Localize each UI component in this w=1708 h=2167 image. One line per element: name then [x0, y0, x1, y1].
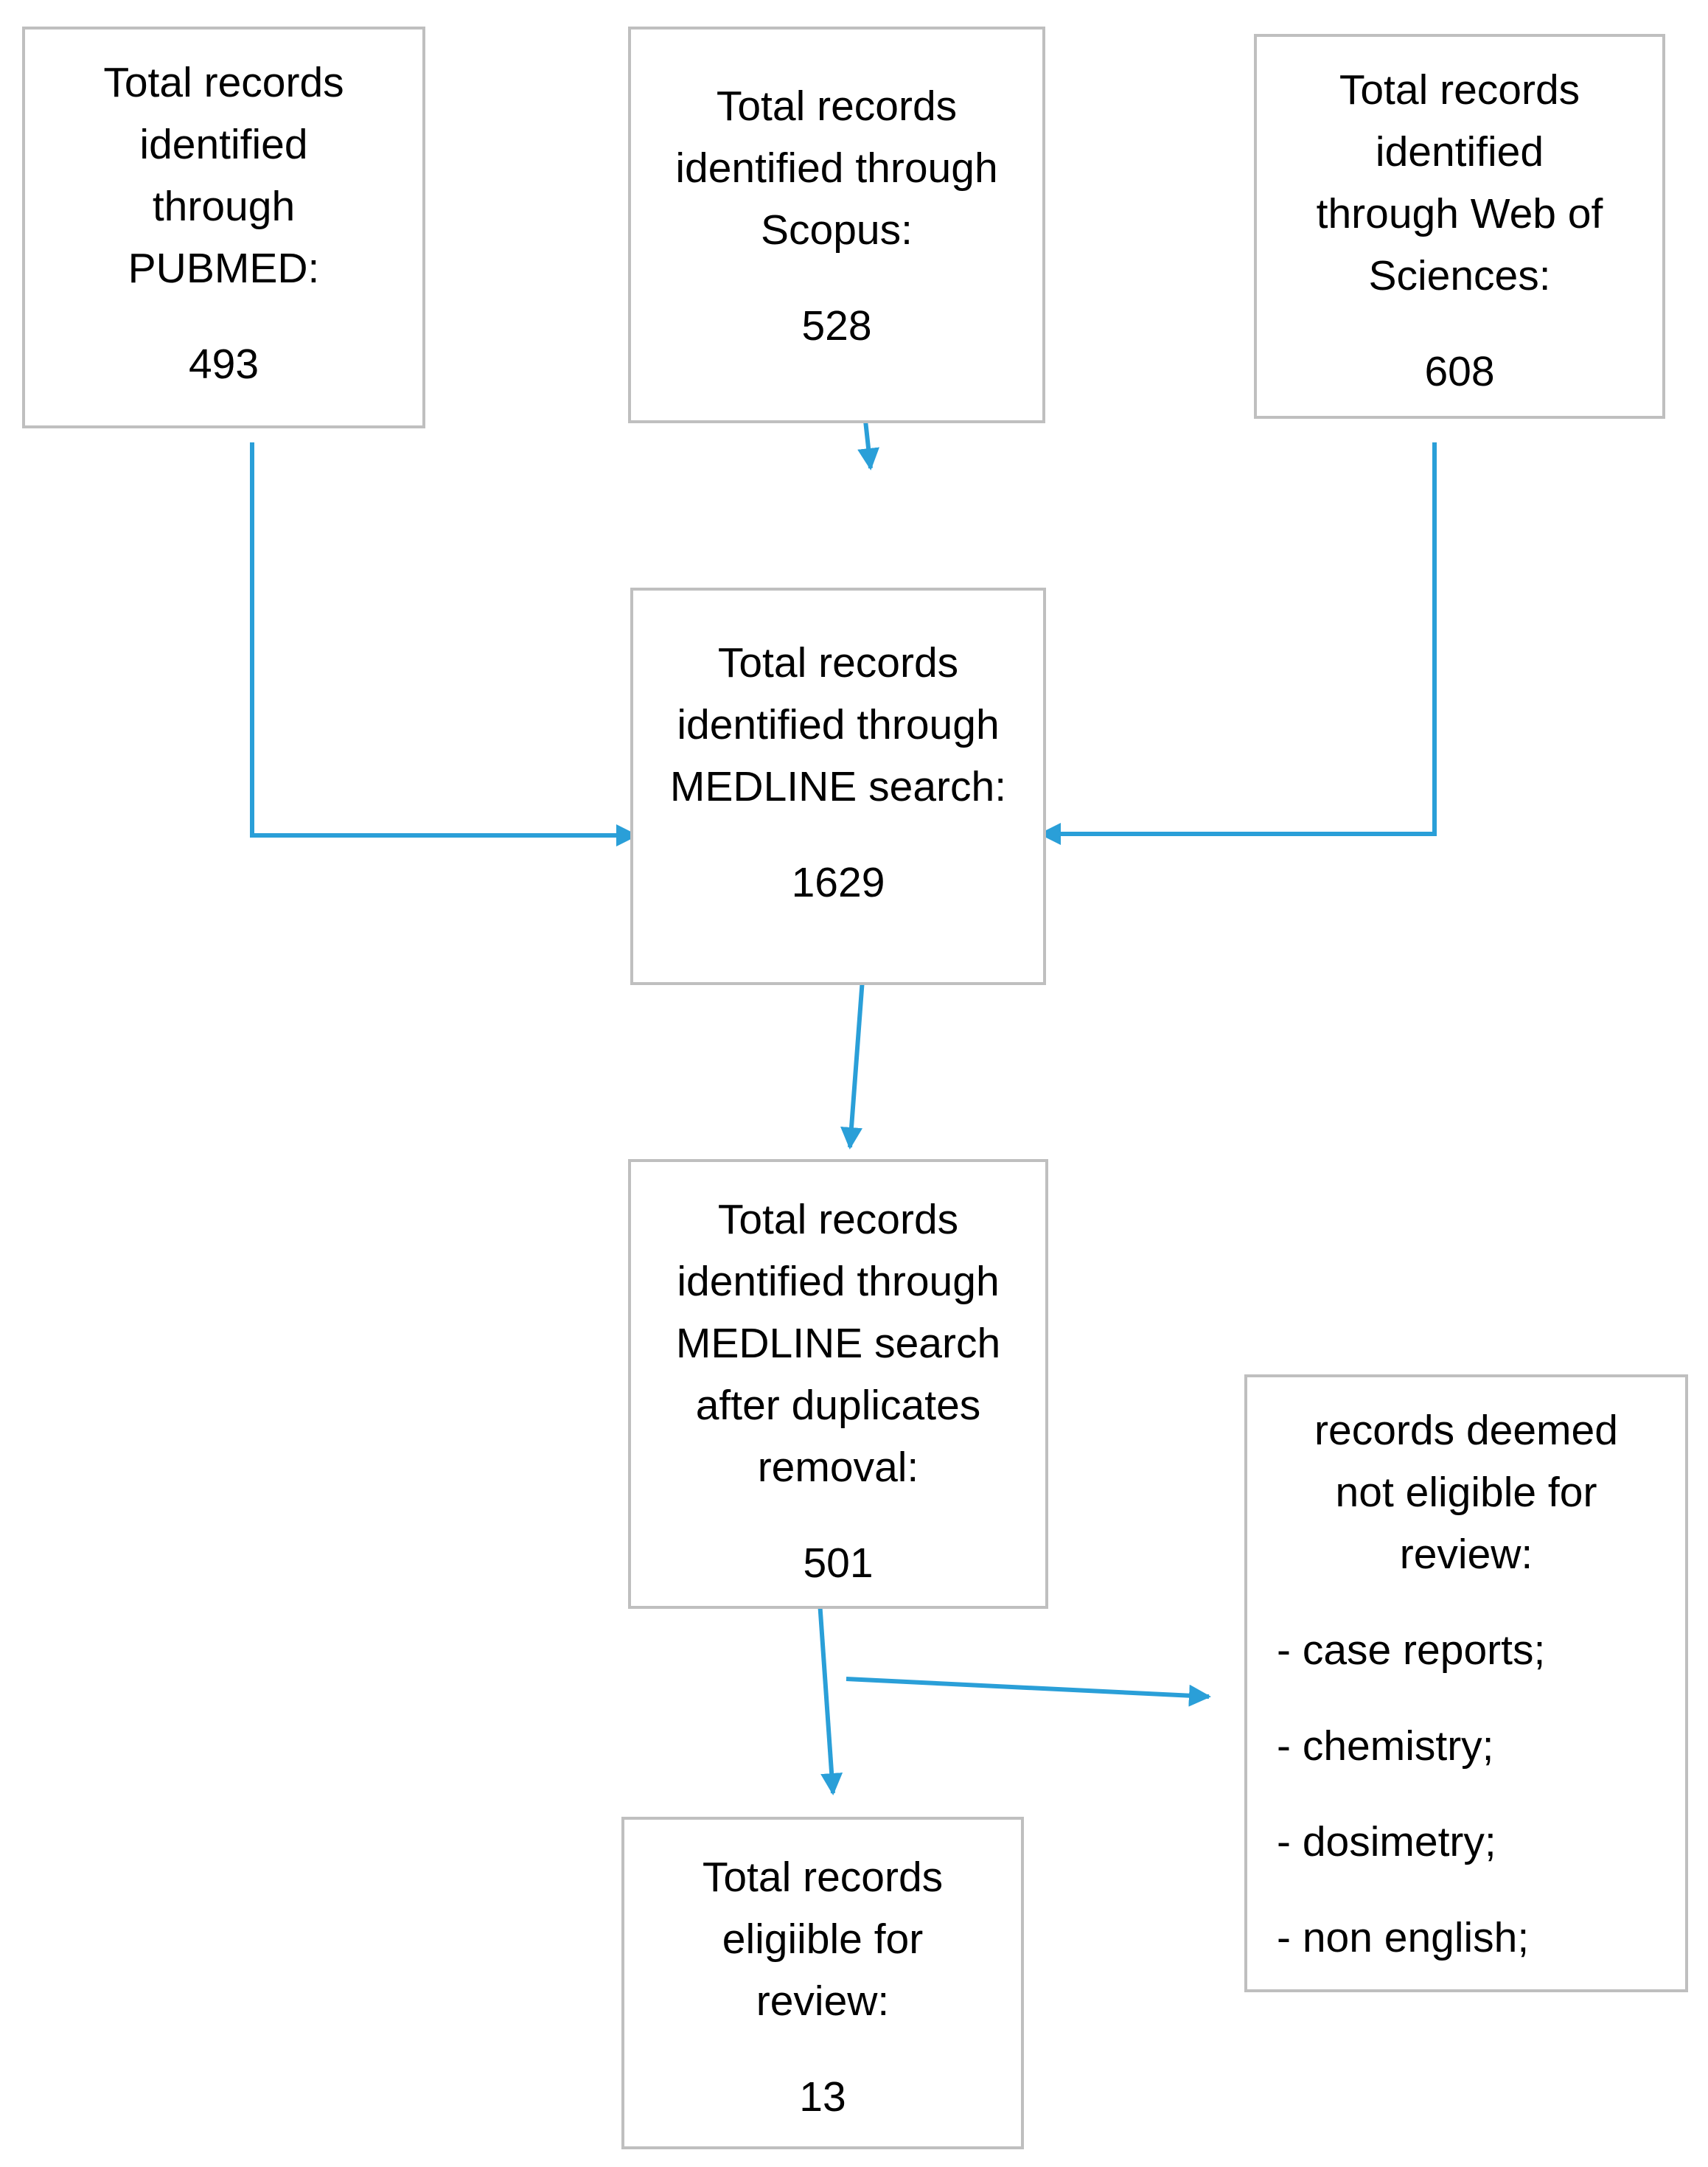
scopus-count: 528 [801, 302, 872, 349]
scopus-label-line: identified through [675, 145, 998, 192]
arrow-wos-to-medline [1039, 442, 1437, 845]
arrow-dedup-to-eligible [817, 1590, 843, 1795]
scopus-box: Total records identified through Scopus:… [628, 27, 1045, 423]
scopus-label-line: Scopus: [761, 206, 913, 254]
wos-label-line: through Web of [1316, 190, 1603, 237]
exclusion-reasons-list: - case reports; - chemistry; - dosimetry… [1247, 1619, 1685, 2003]
medline-total-box: Total records identified through MEDLINE… [630, 588, 1046, 985]
exclusion-reason-item: - chemistry; [1277, 1722, 1494, 1770]
arrow-dedup-to-excluded [846, 1677, 1211, 1707]
dedup-label-line: identified through [677, 1258, 1000, 1305]
web-of-sciences-box: Total records identified through Web of … [1254, 34, 1665, 419]
excluded-label-line: records deemed [1314, 1407, 1618, 1454]
eligible-box: Total records eligiible for review: 13 [621, 1817, 1024, 2149]
excluded-label-line: review: [1399, 1531, 1533, 1578]
dedup-label-line: removal: [757, 1444, 919, 1491]
dedup-label-line: after duplicates [695, 1382, 981, 1429]
wos-label-line: Total records [1339, 66, 1580, 114]
arrow-pubmed-to-medline [250, 442, 638, 846]
dedup-label-line: Total records [717, 1196, 959, 1243]
wos-label-line: Sciences: [1368, 252, 1551, 299]
eligible-label-line: eligiible for [722, 1916, 924, 1963]
medline-count: 1629 [791, 859, 885, 906]
eligible-label-line: Total records [702, 1854, 944, 1901]
medline-label-line: identified through [677, 701, 1000, 748]
pubmed-box: Total records identified through PUBMED:… [22, 27, 425, 428]
pubmed-label-line: Total records [103, 59, 344, 106]
dedup-label-line: MEDLINE search [675, 1320, 1001, 1367]
wos-count: 608 [1424, 348, 1495, 395]
scopus-label-line: Total records [716, 83, 958, 130]
exclusion-reason-item: - dosimetry; [1277, 1818, 1496, 1865]
medline-label-line: MEDLINE search: [669, 763, 1007, 810]
excluded-label-line: not eligible for [1335, 1469, 1597, 1516]
pubmed-label-line: through [152, 183, 296, 230]
eligible-label-line: review: [756, 1978, 890, 2025]
wos-label-line: identified [1375, 128, 1544, 175]
pubmed-count: 493 [188, 341, 259, 388]
dedup-count: 501 [803, 1540, 874, 1587]
eligible-count: 13 [799, 2073, 846, 2121]
excluded-box: records deemed not eligible for review: … [1244, 1374, 1688, 1992]
pubmed-label-line: PUBMED: [128, 245, 320, 292]
arrow-medline-to-dedup [840, 978, 865, 1149]
deduplicated-box: Total records identified through MEDLINE… [628, 1159, 1048, 1609]
exclusion-reason-item: - non english; [1277, 1914, 1530, 1961]
pubmed-label-line: identified [139, 121, 308, 168]
medline-label-line: Total records [717, 639, 959, 686]
exclusion-reason-item: - case reports; [1277, 1627, 1546, 1674]
